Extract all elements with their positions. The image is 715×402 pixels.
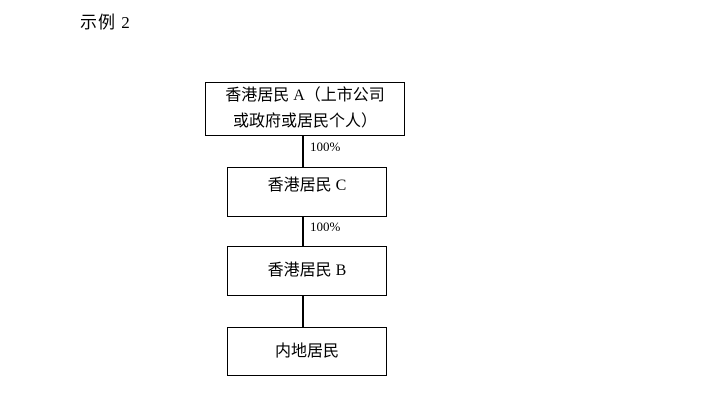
node-hk-resident-c: 香港居民 C	[227, 167, 387, 217]
connector-a-c	[302, 136, 304, 167]
connector-c-b	[302, 217, 304, 246]
page-title: 示例 2	[80, 13, 131, 32]
node-mainland-resident: 内地居民	[227, 327, 387, 376]
ownership-label-c-b: 100%	[310, 219, 341, 234]
ownership-label-a-c: 100%	[310, 139, 341, 154]
node-hk-resident-a: 香港居民 A（上市公司 或政府或居民个人）	[205, 82, 405, 136]
connector-b-d	[302, 296, 304, 327]
node-hk-resident-b: 香港居民 B	[227, 246, 387, 296]
